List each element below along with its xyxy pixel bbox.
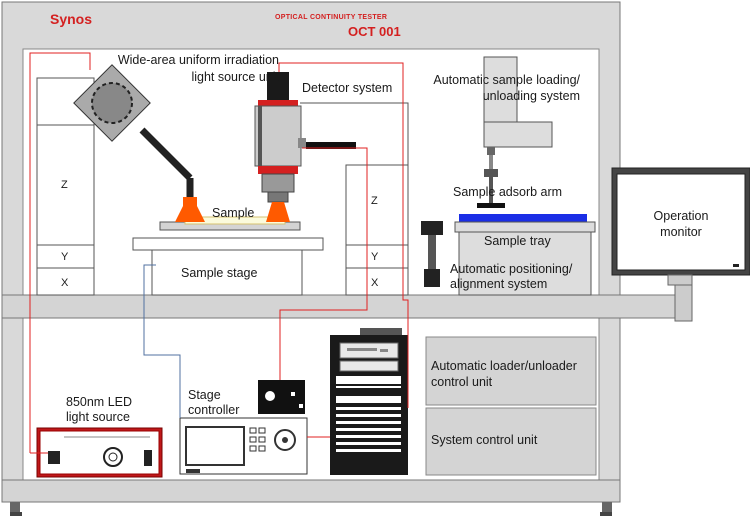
right-x-label: X [371,277,379,289]
system-control-unit-box [425,407,597,476]
sample-label: Sample [212,206,255,220]
sample-stage [132,216,324,296]
left-x-label: X [61,277,69,289]
positioning-system-label: Automatic positioning/ alignment system [450,262,572,291]
loading-system-label-line2: unloading system [482,89,580,103]
left-y-label: Y [61,251,69,263]
led-source-icon [36,427,163,478]
model-number: OCT 001 [348,24,401,39]
led-light-source-label-line1: 850nm LED [66,395,133,409]
stage-controller-label-line2: controller [188,403,240,417]
light-source-unit-label-line1: Wide-area uniform irradiation [117,53,279,67]
light-source-unit-label: Wide-area uniform irradiation light sour… [118,53,279,84]
led-light-source-label: 850nm LED light source [66,395,132,424]
left-z-label: Z [61,179,68,191]
led-light-source-label-line2: light source [66,410,130,424]
loading-system-label-line1: Automatic sample loading/ [433,73,580,87]
robot-arm-icon [477,56,553,208]
sample-tray [454,214,596,296]
loader-control-unit-label-line2: control unit [431,375,493,389]
stage-controller-label: Stage controller [188,388,239,417]
sample-adsorb-arm-label: Sample adsorb arm [453,185,563,199]
wiring [29,52,409,454]
sample-tray-label: Sample tray [484,234,551,248]
light-source-lamp-icon [73,64,205,222]
positioning-system-label-line1: Automatic positioning/ [450,262,573,276]
detector-camera-icon [254,72,356,222]
right-y-label: Y [371,251,379,263]
loading-system-label: Automatic sample loading/ unloading syst… [433,73,580,103]
detector-system-label: Detector system [302,81,393,95]
stage-controller-icon [179,417,308,475]
pc-tower-icon [330,328,408,475]
loader-control-unit-label-line1: Automatic loader/unloader [431,359,577,373]
monitor-icon [611,167,750,322]
system-control-unit-label: System control unit [431,433,538,447]
operation-monitor-label: Operation monitor [617,209,745,239]
sample-stage-label: Sample stage [181,266,258,280]
positioning-system-label-line2: alignment system [450,277,548,291]
right-z-label: Z [371,195,378,207]
loader-control-unit-label: Automatic loader/unloader control unit [431,359,577,389]
brand-logo: Synos [50,11,93,27]
stage-controller-label-line1: Stage [188,388,221,402]
operation-monitor-label-line1: Operation [653,209,709,223]
light-source-unit-label-line2: light source unit [191,70,279,84]
positioning-device [421,221,443,287]
loader-control-unit-box [425,336,597,406]
operation-monitor-label-line2: monitor [660,225,702,239]
product-line: OPTICAL CONTINUITY TESTER [275,14,388,21]
right-axis-column [300,102,409,296]
junction-box-icon [258,380,305,414]
